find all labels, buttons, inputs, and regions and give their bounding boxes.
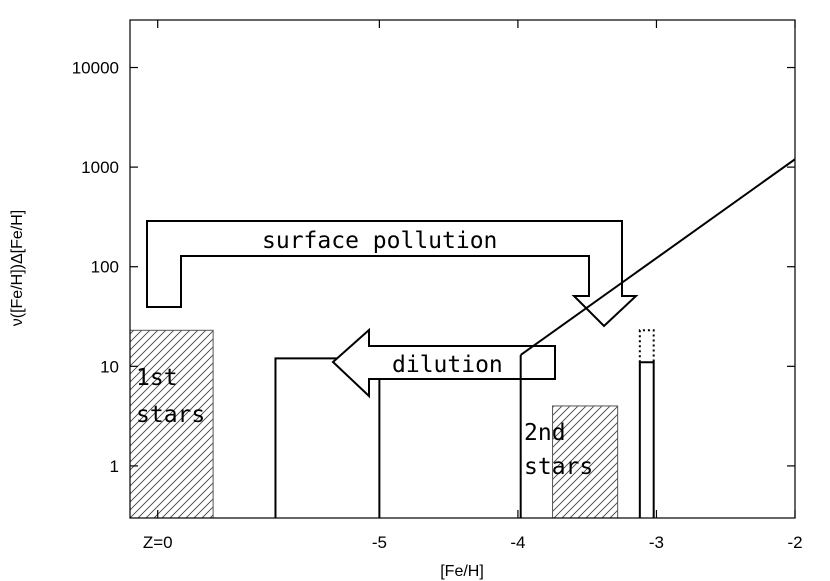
histogram-bar-0 (274, 357, 381, 518)
y-tick-label: 10 (100, 357, 119, 376)
y-tick-label: 1000 (81, 158, 119, 177)
dilution-label: dilution (392, 352, 503, 378)
x-axis-label: [Fe/H] (440, 563, 484, 580)
dotted-bar-0 (638, 329, 655, 363)
trend-line (520, 158, 795, 356)
y-tick-label: 1 (110, 457, 119, 476)
surface-pollution-arrow (146, 220, 639, 328)
x-tick-label: -4 (510, 533, 525, 552)
dilution-arrow (331, 327, 556, 399)
hatched-bar-1 (552, 405, 619, 518)
x-tick-label: Z=0 (143, 533, 173, 552)
surface-pollution-label: surface pollution (262, 228, 497, 254)
histogram-bar-1 (638, 361, 655, 518)
y-axis-label: ν([Fe/H])Δ[Fe/H] (9, 210, 26, 326)
plot-frame (129, 19, 796, 519)
x-tick-label: -2 (787, 533, 802, 552)
y-tick-label: 100 (91, 258, 119, 277)
x-tick-label: -5 (372, 533, 387, 552)
y-tick-label: 10000 (72, 59, 119, 78)
x-tick-label: -3 (649, 533, 664, 552)
hatched-bar-0 (130, 329, 214, 518)
